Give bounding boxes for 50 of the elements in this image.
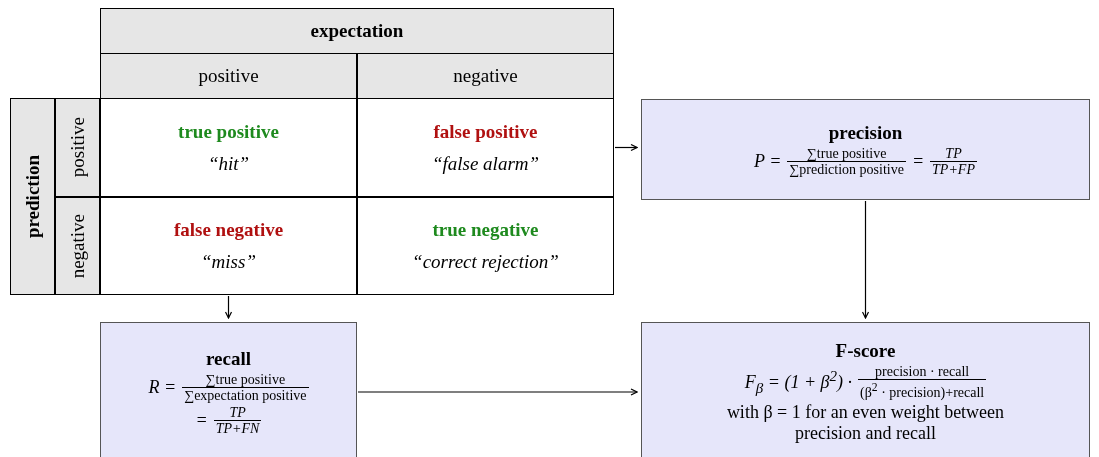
header-text: positive bbox=[66, 117, 89, 178]
cell-title: true negative bbox=[432, 219, 539, 241]
header-text: positive bbox=[198, 65, 259, 87]
arrow bbox=[861, 200, 870, 319]
arrow bbox=[224, 295, 233, 319]
formula-box bbox=[641, 322, 1090, 457]
formula-text: R = bbox=[148, 377, 177, 398]
formula-box bbox=[100, 322, 357, 457]
table-header bbox=[100, 8, 614, 54]
numerator: ∑true positive bbox=[204, 372, 287, 387]
formula-text: P = bbox=[754, 151, 782, 172]
formula-box bbox=[641, 99, 1090, 200]
denominator: ∑expectation positive bbox=[182, 387, 309, 403]
box-title: precision bbox=[828, 122, 903, 144]
table-cell bbox=[100, 98, 357, 197]
table-header bbox=[10, 98, 55, 295]
cell-title: false positive bbox=[433, 120, 538, 143]
numerator: TP bbox=[944, 146, 963, 161]
numerator: TP bbox=[228, 405, 247, 420]
table-cell bbox=[357, 197, 614, 295]
header-text: prediction bbox=[21, 154, 44, 238]
denominator: (β$^{2}$ · precision)+recall bbox=[858, 379, 987, 400]
table-header bbox=[357, 53, 614, 99]
cell-title: false negative bbox=[173, 219, 284, 241]
denominator: ∑prediction positive bbox=[787, 161, 906, 177]
numerator: precision · recall bbox=[874, 364, 971, 380]
formula-text: = bbox=[195, 410, 208, 431]
note-text: with β = 1 for an even weight between precision and recall bbox=[725, 401, 1006, 444]
table-header bbox=[100, 53, 357, 99]
numerator: ∑true positive bbox=[805, 146, 888, 161]
table-cell bbox=[100, 197, 357, 295]
table-header bbox=[55, 197, 100, 295]
table-cell bbox=[357, 98, 614, 197]
arrow bbox=[614, 143, 638, 152]
formula-text: = bbox=[911, 151, 925, 172]
cell-title: true positive bbox=[178, 120, 279, 143]
table-header bbox=[55, 98, 100, 197]
denominator: TP+FN bbox=[213, 420, 262, 436]
header-text: negative bbox=[453, 65, 518, 87]
denominator: TP+FP bbox=[930, 161, 977, 177]
cell-subtitle: “correct rejection” bbox=[412, 251, 559, 273]
formula-text: F$_{β}$ = (1 + β$^{2}$) · bbox=[744, 367, 852, 397]
cell-subtitle: “false alarm” bbox=[431, 152, 540, 175]
box-title: recall bbox=[206, 348, 251, 370]
header-text: expectation bbox=[310, 20, 404, 42]
arrow bbox=[357, 388, 638, 396]
cell-subtitle: “miss” bbox=[201, 251, 256, 273]
header-text: negative bbox=[66, 213, 89, 279]
cell-subtitle: “hit” bbox=[207, 152, 250, 175]
box-title: F-score bbox=[835, 340, 896, 363]
